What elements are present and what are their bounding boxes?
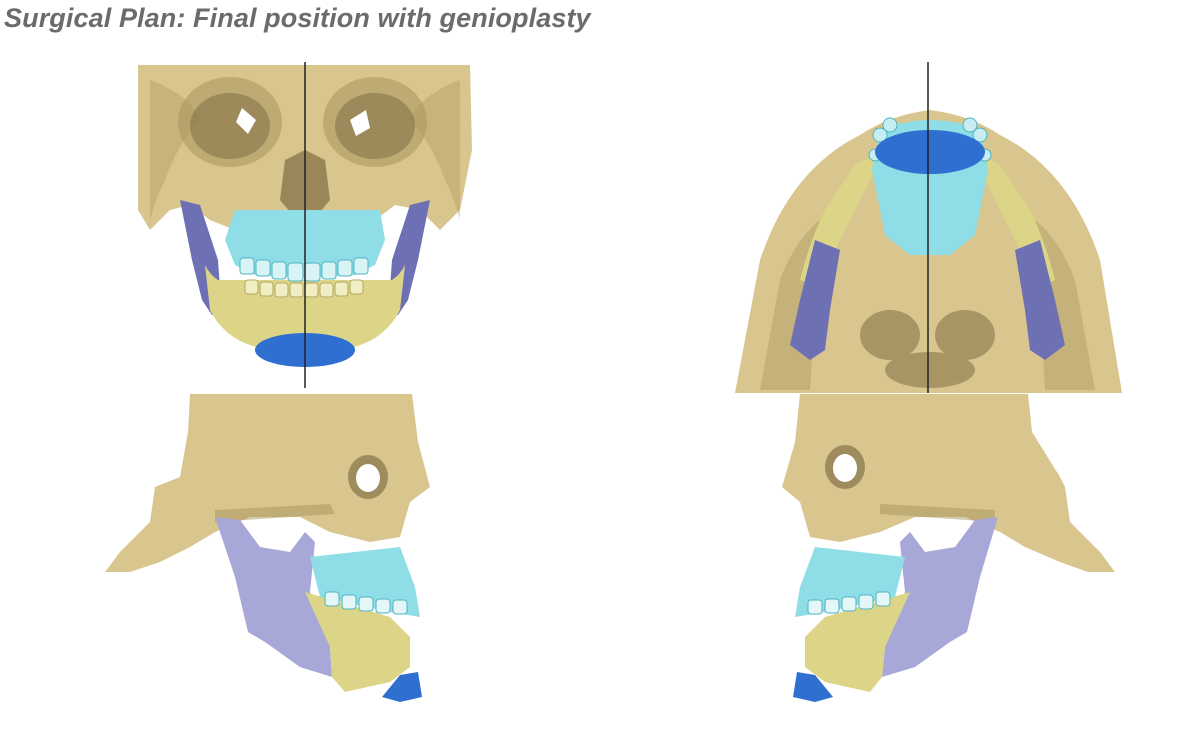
skull-base-foramina [860,310,995,388]
skull-cranium [105,394,430,572]
ramus-right [1015,240,1065,360]
genioplasty-chin-segment [875,130,985,174]
skull-cranium [782,394,1115,572]
genioplasty-chin-segment [793,672,833,702]
teeth [324,591,408,615]
zygomatic-arch [215,504,335,522]
teeth [807,591,891,615]
genioplasty-chin-segment [382,672,422,702]
orbit [825,445,865,489]
upper-teeth [239,257,369,282]
mandible-body [305,592,410,692]
frontal-view-panel [130,60,480,390]
zygomatic-arch [880,504,995,522]
submental-view-panel [730,60,1125,393]
ramus [215,517,332,677]
lower-teeth [244,279,364,298]
orbit-left [178,77,282,167]
submental-skull-view [735,62,1122,393]
ramus-left [790,240,840,360]
orbit [348,455,388,499]
ramus [882,517,998,677]
right-lateral-skull-view [105,394,430,702]
left-lateral-skull-view [782,394,1115,702]
right-lateral-view-panel [100,392,445,710]
left-lateral-view-panel [770,392,1120,710]
orbit-right [323,77,427,167]
frontal-skull-view [138,62,472,388]
page-title: Surgical Plan: Final position with genio… [4,3,591,33]
mandible-body [805,592,910,692]
